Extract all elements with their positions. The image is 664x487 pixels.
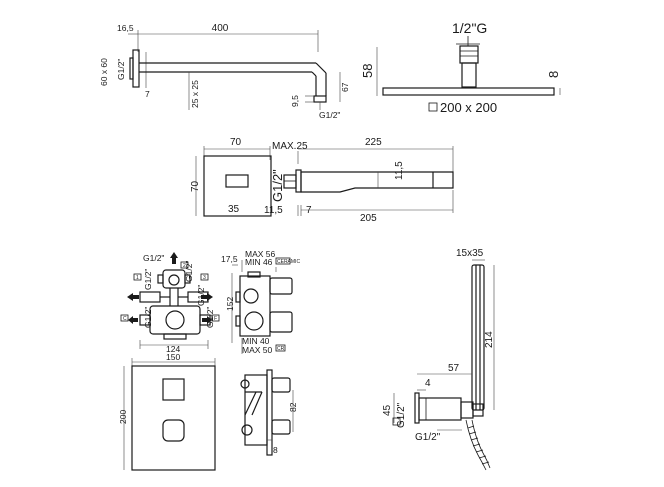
spout-thread-label: G1/2"	[270, 169, 285, 202]
spout-view: 70 70 35 MAX.25 G1/2" 11,5 7 225 11,5 20…	[190, 137, 454, 224]
valve-bottom-tag	[275, 344, 286, 352]
mixer-upper-knob	[162, 378, 185, 401]
valve-max-bottom-label: MAX 50	[242, 345, 273, 355]
hand-head-label: 15x35	[456, 248, 484, 259]
spout-plate-lever	[225, 174, 249, 188]
mixer-plate-view: 150 200 82 8	[118, 352, 298, 471]
valve-thread-left-label: G1/2"	[143, 269, 153, 290]
port-tag: C	[123, 316, 127, 322]
mixer-side-dim-label: 82	[288, 402, 298, 412]
hand-wall-plate-label: 45	[382, 404, 393, 416]
spout-plate-width-label: 70	[230, 137, 242, 148]
valve-bottom-block	[149, 305, 201, 335]
hand-shower-handle	[471, 264, 485, 411]
head-plate	[382, 87, 555, 96]
valve-min-depth-label: MIN 46	[245, 257, 273, 267]
valve-max-depth-label: MAX 56	[245, 249, 276, 259]
port-tag: 2	[183, 263, 186, 269]
valve-bottom-tag-text: CR	[277, 346, 285, 352]
hand-wall-thread-label: G1/2"	[396, 402, 407, 428]
valve-height-label: 152	[225, 297, 235, 311]
hand-hose-thread-label: G1/2"	[415, 432, 441, 443]
shower-head-view: 1/2"G 58 8 200 x 200	[360, 20, 561, 115]
spout-outlet-height-label: 11,5	[394, 161, 405, 180]
up-arrow-icon	[170, 252, 178, 258]
valve-thread-top-label: G1/2"	[143, 253, 164, 263]
valve-body-view: G1/2" G1/2" G1/2" G1/2" G1/2" G1/2" 2 1 …	[120, 249, 300, 355]
mixer-height-label: 200	[118, 410, 128, 424]
square-symbol-icon	[392, 417, 401, 426]
spout-length-label: 225	[365, 137, 382, 148]
head-thread-label: 1/2"G	[452, 20, 487, 36]
valve-depth-tag-text: CERAMIC	[277, 259, 300, 265]
spout-body	[300, 171, 454, 193]
hand-length-label: 214	[484, 331, 495, 348]
spout-plate-lower-label: 35	[228, 204, 240, 215]
valve-side-body	[239, 275, 271, 337]
hand-wall-connector	[418, 397, 462, 421]
port-tag: 3	[203, 275, 206, 281]
arm-outlet-thread-label: G1/2"	[319, 110, 340, 120]
port-tag: 1	[136, 275, 139, 281]
spout-plate-height-label: 70	[190, 180, 201, 192]
valve-thread-top-right-label: G1/2"	[184, 261, 194, 282]
arm-flange	[132, 49, 140, 88]
mixer-plate	[131, 365, 216, 471]
head-thickness-label: 8	[546, 71, 561, 78]
hand-hose	[465, 419, 487, 471]
arm-tube-label: 25 x 25	[190, 80, 200, 108]
spout-projection-label: 205	[360, 213, 377, 224]
mixer-lower-knob	[162, 419, 185, 442]
hand-connector-gap-label: 4	[425, 378, 431, 389]
arm-flange-label: 60 x 60	[99, 58, 109, 86]
valve-thread-right-label: G1/2"	[196, 285, 206, 306]
valve-thread-bottom-left-label: G1/2"	[143, 307, 153, 328]
spout-wall-offset-label: 11,5	[264, 205, 283, 216]
head-size-label: 200 x 200	[440, 100, 497, 115]
valve-cartridge	[165, 310, 185, 330]
arm-length-label: 400	[212, 23, 229, 34]
left-arrow-icon	[127, 293, 133, 301]
hand-wall-plate	[414, 392, 420, 424]
spout-plate	[203, 155, 272, 217]
spout-max-depth-label: MAX.25	[272, 141, 308, 152]
spout-gap-label: 7	[306, 205, 312, 216]
hand-connector-width-label: 57	[448, 363, 460, 374]
head-connector	[459, 45, 479, 64]
square-symbol-icon	[428, 102, 438, 112]
mixer-side-small-label: 8	[273, 445, 278, 455]
mixer-width-label: 150	[166, 352, 180, 362]
valve-offset-label: 17,5	[221, 254, 238, 264]
valve-width-label: 124	[166, 344, 180, 354]
spout-connector	[283, 174, 297, 189]
hand-shower-view: 15x35 214 57 4 45 G1/2" G1/2"	[382, 248, 495, 471]
arm-offset-label: 16,5	[117, 23, 134, 33]
left-arrow-icon	[128, 316, 133, 324]
arm-drop-label: 67	[340, 82, 350, 92]
head-height-label: 58	[360, 64, 375, 78]
valve-min-bottom-label: MIN 40	[242, 336, 270, 346]
arm-nozzle	[313, 95, 327, 103]
arm-wall-gap-label: 7	[145, 89, 150, 99]
shower-arm-view: 400 16,5 60 x 60 G1/2" 7 25 x 25 67 9,5 …	[99, 23, 350, 120]
port-tag: F	[214, 316, 217, 322]
arm-nozzle-label: 9,5	[290, 95, 300, 107]
arm-inlet-thread-label: G1/2"	[116, 59, 126, 80]
valve-depth-tag	[275, 257, 291, 265]
